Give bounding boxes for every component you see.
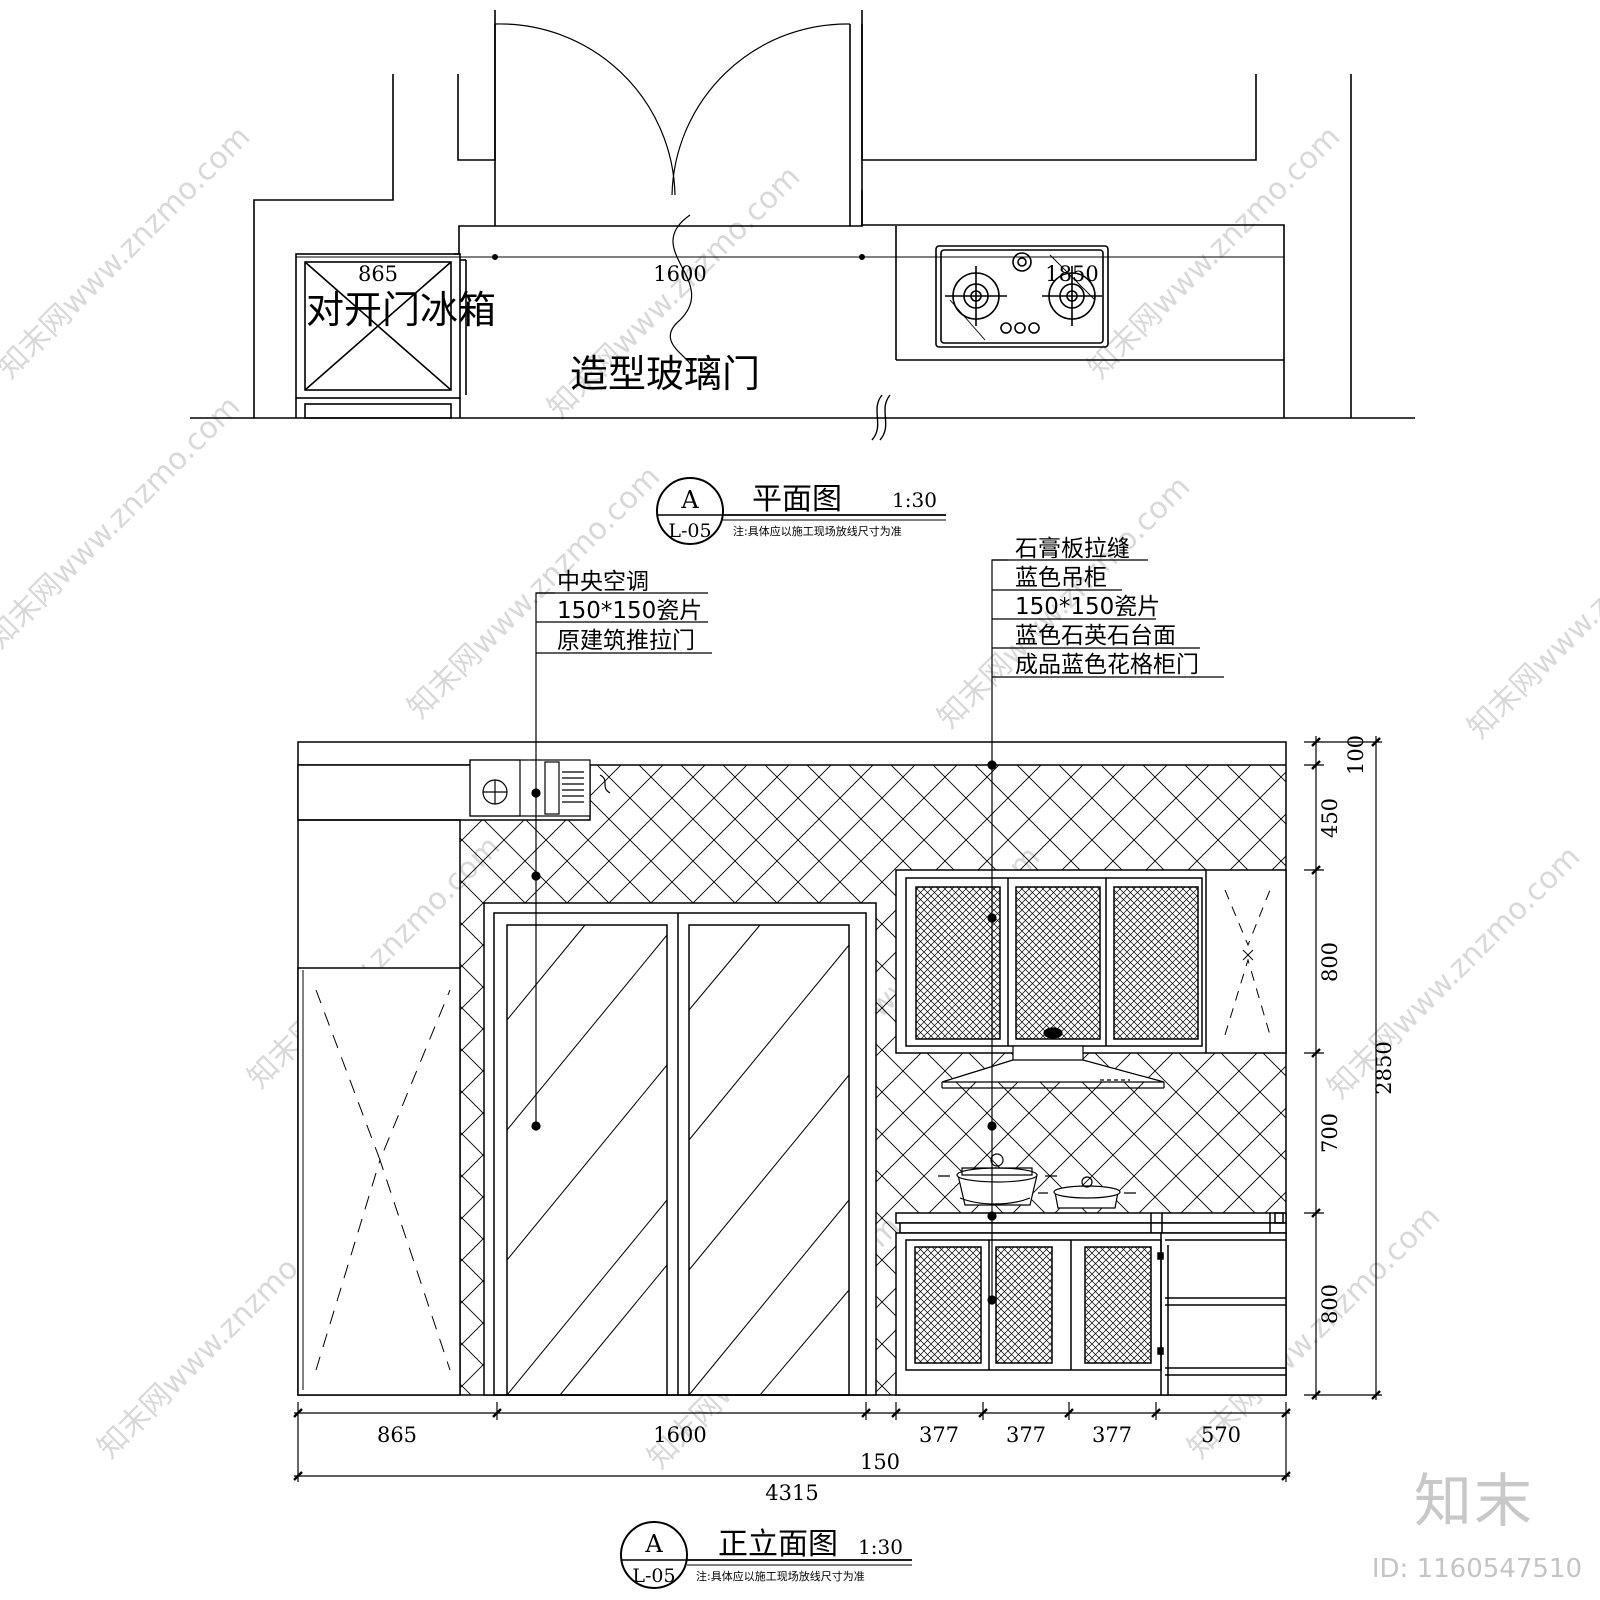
elevation-right-dimensions [1304, 736, 1382, 1400]
fridge-elevation [297, 967, 461, 1396]
brand-watermark: 知末 [1413, 1467, 1534, 1535]
dim-door-width: 1600 [653, 1423, 706, 1447]
callout-gypsum-seam: 石膏板拉缝 [1015, 536, 1130, 562]
dim-upper-gap: 450 [1318, 798, 1342, 838]
callout-cabinet-doors: 成品蓝色花格柜门 [1015, 652, 1199, 678]
plan-title-block: A L-05 平面图 1:30 注:具体应以施工现场放线尺寸为准 [656, 477, 946, 545]
plan-fridge [295, 253, 467, 419]
dim-cabinet-2: 377 [1006, 1423, 1046, 1447]
plan-dimension-line [296, 254, 1284, 260]
watermark-text: 知末网www.znzmo.com [1321, 839, 1587, 1105]
elevation-title-block: A L-05 正立面图 1:30 注:具体应以施工现场放线尺寸为准 [620, 1521, 912, 1589]
plan-gas-cooktop [935, 245, 1109, 348]
plan-door-label: 造型玻璃门 [570, 352, 760, 396]
dim-backsplash: 700 [1318, 1113, 1342, 1153]
cooking-pots [938, 1153, 1136, 1209]
plan-dim-door: 1600 [653, 262, 706, 286]
callout-sliding-door: 原建筑推拉门 [557, 628, 695, 654]
elevation-ref-sheet: L-05 [632, 1565, 675, 1587]
range-hood [941, 1027, 1165, 1089]
dim-fridge-width: 865 [377, 1423, 417, 1447]
plan-dim-fridge: 865 [358, 262, 398, 286]
callout-leaders [531, 559, 1224, 1305]
image-id-watermark: ID: 1160547510 [1371, 1554, 1582, 1584]
dim-base-cabinet: 800 [1318, 1284, 1342, 1324]
elevation-ref-letter: A [644, 1530, 663, 1558]
upper-cabinets [895, 869, 1287, 1054]
callout-central-ac: 中央空调 [557, 569, 649, 595]
callout-texts: 中央空调 150*150瓷片 原建筑推拉门 石膏板拉缝 蓝色吊柜 150*150… [557, 536, 1199, 678]
callout-quartz-countertop: 蓝色石英石台面 [1015, 623, 1176, 649]
elevation-scale: 1:30 [858, 1535, 903, 1559]
watermark-text: 知末网www.znzmo.com [0, 119, 257, 385]
dim-wall-cabinet: 800 [1318, 942, 1342, 982]
elevation-bottom-dimensions [293, 1402, 1291, 1482]
elevation-view [297, 741, 1287, 1396]
watermark-text: 知末网www.znzmo.com [1461, 479, 1600, 745]
callout-tile-right: 150*150瓷片 [1015, 594, 1160, 620]
callout-tile-left: 150*150瓷片 [557, 598, 702, 624]
dim-drawer-unit: 570 [1201, 1423, 1241, 1447]
plan-ref-letter: A [680, 486, 699, 514]
dim-cabinet-1: 377 [919, 1423, 959, 1447]
base-cabinets [895, 1212, 1287, 1396]
ac-unit [469, 759, 611, 817]
plan-view [190, 10, 1415, 441]
plan-dim-cooktop: 1850 [1045, 262, 1098, 286]
dim-gap: 150 [860, 1450, 900, 1474]
elevation-bottom-dim-texts: 865 1600 377 377 377 570 150 4315 [377, 1423, 1241, 1505]
dim-total-height: 2850 [1372, 1041, 1396, 1094]
watermark-text: 知末网www.znzmo.com [0, 389, 247, 655]
elevation-note: 注:具体应以施工现场放线尺寸为准 [696, 1569, 865, 1583]
plan-ref-sheet: L-05 [668, 520, 711, 542]
elevation-title: 正立面图 [718, 1527, 838, 1562]
plan-title: 平面图 [752, 482, 842, 517]
callout-blue-wall-cabinet: 蓝色吊柜 [1015, 565, 1107, 591]
dim-cabinet-3: 377 [1092, 1423, 1132, 1447]
dim-ceiling: 100 [1344, 735, 1368, 775]
plan-glass-door [494, 23, 891, 441]
plan-fridge-label: 对开门冰箱 [306, 288, 496, 332]
elevation-right-dim-texts: 100 450 800 700 800 2850 [1318, 735, 1396, 1324]
countertop [895, 1212, 1287, 1234]
plan-scale: 1:30 [892, 488, 937, 512]
elevation-glass-door [483, 902, 877, 1396]
plan-note: 注:具体应以施工现场放线尺寸为准 [733, 524, 902, 538]
plan-texts: 865 1600 1850 对开门冰箱 造型玻璃门 [306, 262, 1099, 396]
dim-total-width: 4315 [765, 1481, 818, 1505]
